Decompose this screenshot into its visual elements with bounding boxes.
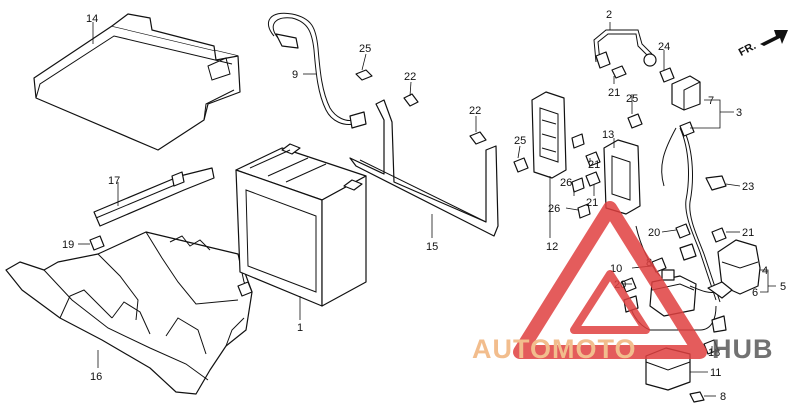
battery-strap xyxy=(93,167,215,227)
callout-16: 16 xyxy=(90,371,102,383)
fasteners xyxy=(89,65,727,403)
callout-5: 5 xyxy=(780,281,786,293)
callout-22b: 22 xyxy=(469,105,481,117)
callout-7: 7 xyxy=(708,95,714,107)
callout-20a: 20 xyxy=(648,227,660,239)
callout-11: 11 xyxy=(710,367,721,379)
callout-25c: 25 xyxy=(626,93,638,105)
battery-stay xyxy=(349,99,499,237)
positive-cable xyxy=(593,29,657,69)
front-direction-label: FR. xyxy=(737,40,758,59)
callout-23: 23 xyxy=(742,181,754,193)
callout-14: 14 xyxy=(86,13,98,25)
callout-26b: 26 xyxy=(548,203,560,215)
callout-18: 18 xyxy=(708,347,720,359)
callout-3: 3 xyxy=(736,107,742,119)
callout-26a: 26 xyxy=(560,177,572,189)
callout-21c: 21 xyxy=(586,197,598,209)
battery xyxy=(235,143,367,307)
callout-6: 6 xyxy=(752,287,758,299)
front-arrow-icon xyxy=(760,30,788,46)
watermark-brand-left: AUTOMOTO xyxy=(472,334,637,364)
callout-25a: 25 xyxy=(359,43,371,55)
watermark-brand-right: HUB xyxy=(712,334,774,364)
callout-15: 15 xyxy=(426,241,438,253)
callout-17: 17 xyxy=(108,175,120,187)
callout-21d: 21 xyxy=(742,227,754,239)
callout-13: 13 xyxy=(602,129,614,141)
leader-lines xyxy=(78,22,776,397)
callout-2: 2 xyxy=(606,9,612,21)
fuse-box xyxy=(531,91,567,179)
battery-cover xyxy=(33,13,241,151)
terminal-cover xyxy=(671,75,701,111)
negative-cable xyxy=(268,12,367,129)
callout-21b: 21 xyxy=(588,159,600,171)
callout-21a: 21 xyxy=(608,87,620,99)
callout-24: 24 xyxy=(658,41,670,53)
callout-9: 9 xyxy=(292,69,298,81)
watermark-triangle-icon xyxy=(513,201,707,359)
callout-4: 4 xyxy=(762,265,768,277)
callout-12: 12 xyxy=(546,241,558,253)
battery-box xyxy=(5,231,253,395)
front-direction-indicator: FR. xyxy=(737,30,788,59)
callout-8b: 8 xyxy=(720,391,726,403)
watermark-triangle-inner-icon xyxy=(570,270,650,334)
callout-1: 1 xyxy=(297,322,303,334)
callout-25b: 25 xyxy=(514,135,526,147)
callout-22a: 22 xyxy=(404,71,416,83)
watermark: AUTOMOTO HUB xyxy=(472,201,774,364)
callout-19: 19 xyxy=(62,239,74,251)
